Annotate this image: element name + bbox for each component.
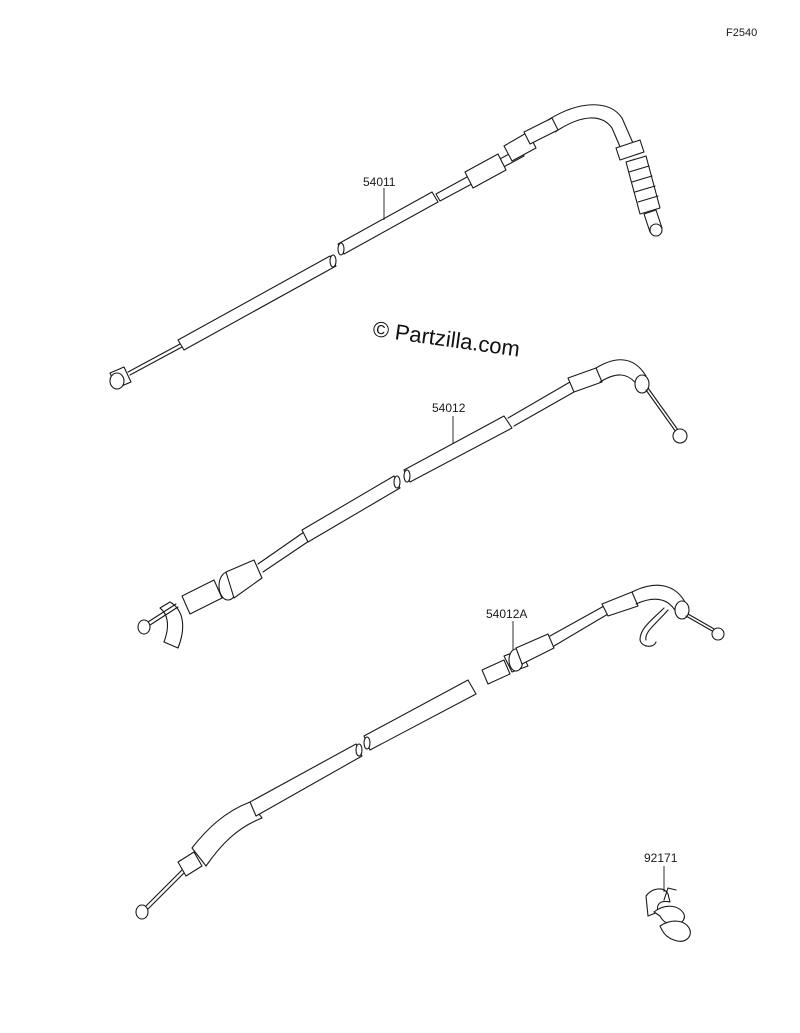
cable-54012[interactable] [137, 359, 688, 649]
clamp-92171[interactable] [645, 887, 691, 942]
figure-code: F2540 [726, 27, 757, 39]
part-label-54011[interactable]: 54011 [363, 175, 396, 189]
watermark: © Partzilla.com [371, 316, 521, 361]
cable-54011[interactable] [109, 104, 663, 390]
part-label-54012[interactable]: 54012 [432, 401, 466, 415]
cable-54012a[interactable] [135, 584, 725, 920]
cable-end-fitting [109, 343, 183, 390]
part-label-54012a[interactable]: 54012A [486, 607, 527, 621]
part-label-92171[interactable]: 92171 [644, 851, 678, 865]
